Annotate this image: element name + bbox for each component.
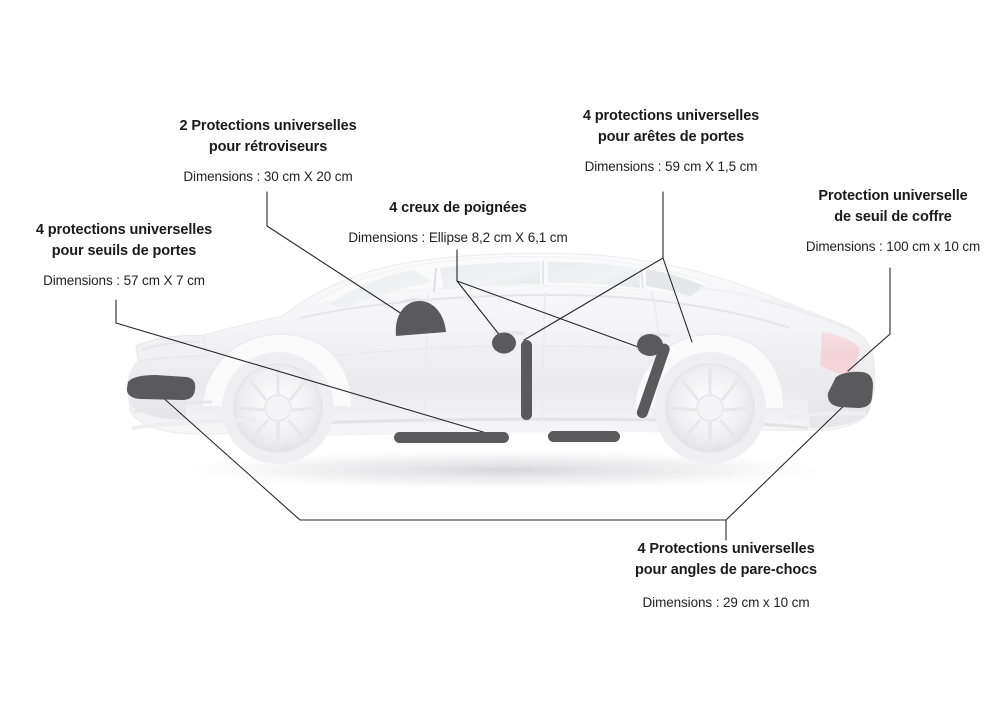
leader-handle-front: [456, 280, 506, 343]
callout-trunk-sill-dimensions: Dimensions : 100 cm x 10 cm: [805, 239, 981, 254]
callout-trunk-sill: Protection universelle de seuil de coffr…: [790, 186, 996, 257]
callout-mirrors-title-line2: pour rétroviseurs: [208, 139, 328, 155]
callout-handle-cups-title-line1: 4 creux de poignées: [389, 200, 527, 216]
part-handle-cup-front[interactable]: [492, 332, 516, 354]
callout-door-edges-title-line2: pour arêtes de portes: [597, 129, 745, 145]
leader-trunk-sill: [847, 267, 891, 372]
callout-mirrors-dimensions: Dimensions : 30 cm X 20 cm: [183, 169, 353, 184]
leader-door-edge-rear: [662, 257, 693, 343]
part-door-sill-rear[interactable]: [548, 431, 620, 442]
callout-bumper-corners-title-line1: 4 Protections universelles: [637, 541, 815, 557]
callout-bumper-corners-title-line2: pour angles de pare-chocs: [634, 562, 818, 578]
leader-door-sills: [115, 299, 501, 438]
leader-handle-rear: [456, 280, 653, 353]
callout-door-edges: 4 protections universelles pour arêtes d…: [557, 106, 785, 177]
leader-bumper-bracket: [159, 394, 856, 521]
callout-trunk-sill-title-line1: Protection universelle: [818, 188, 968, 204]
callout-door-sills-title-line1: 4 protections universelles: [35, 222, 213, 238]
callout-mirrors: 2 Protections universelles pour rétrovis…: [148, 116, 388, 187]
callout-handle-cups-dimensions: Dimensions : Ellipse 8,2 cm X 6,1 cm: [348, 230, 568, 245]
callout-bumper-corners: 4 Protections universelles pour angles d…: [598, 539, 854, 613]
callout-door-edges-dimensions: Dimensions : 59 cm X 1,5 cm: [584, 159, 758, 174]
part-bumper-corner-front[interactable]: [126, 375, 196, 400]
callout-mirrors-title-line1: 2 Protections universelles: [179, 118, 357, 134]
callout-door-edges-title-line1: 4 protections universelles: [582, 108, 760, 124]
callout-trunk-sill-title-line2: de seuil de coffre: [834, 209, 952, 225]
callout-door-sills-title-line2: pour seuils de portes: [51, 243, 197, 259]
callout-bumper-corners-dimensions: Dimensions : 29 cm x 10 cm: [642, 595, 810, 610]
part-door-edge-front[interactable]: [521, 340, 532, 420]
leader-door-edge-front: [523, 257, 664, 341]
part-mirror-cover[interactable]: [395, 300, 446, 336]
callout-door-sills-dimensions: Dimensions : 57 cm X 7 cm: [43, 273, 205, 288]
part-door-edge-rear[interactable]: [635, 342, 671, 419]
part-bumper-corner-rear[interactable]: [827, 371, 873, 408]
callout-handle-cups: 4 creux de poignées Dimensions : Ellipse…: [336, 198, 580, 248]
part-handle-cup-rear[interactable]: [637, 334, 663, 356]
part-door-sill-front[interactable]: [394, 432, 509, 443]
leader-mirrors: [266, 191, 403, 315]
callout-door-sills: 4 protections universelles pour seuils d…: [10, 220, 238, 291]
